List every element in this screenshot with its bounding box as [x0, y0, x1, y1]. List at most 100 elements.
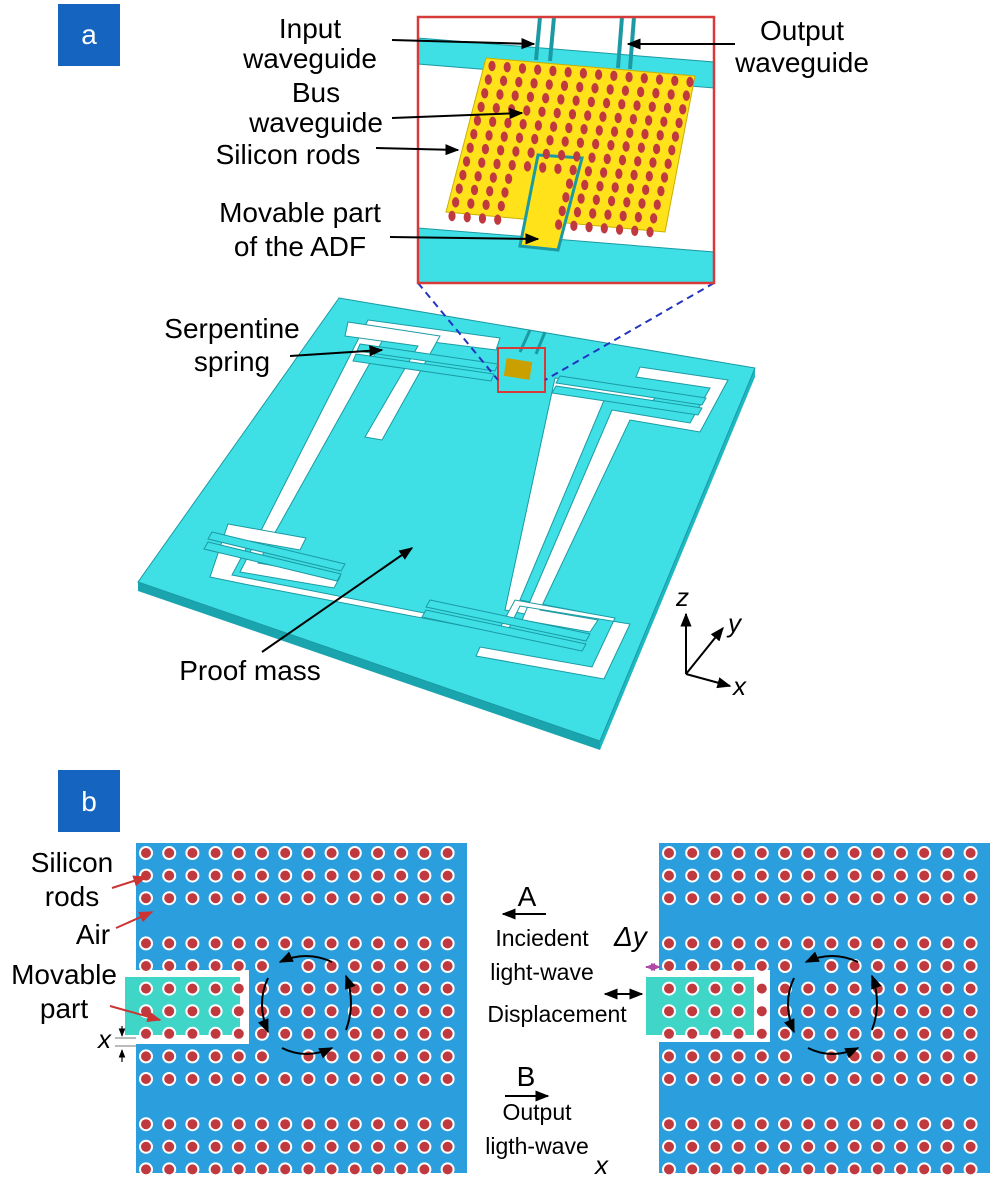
- silicon-rod: [185, 936, 200, 951]
- silicon-rod: [208, 1004, 223, 1019]
- silicon-rod: [801, 846, 816, 860]
- silicon-rod: [440, 1139, 455, 1154]
- silicon-rod: [347, 868, 362, 883]
- inset-rod: [555, 219, 563, 230]
- arrow-b-movable-part: [109, 1005, 162, 1022]
- silicon-rod: [708, 868, 723, 883]
- label-movable-part-1: Movable part: [219, 197, 381, 228]
- inset-rod: [603, 153, 611, 165]
- silicon-rod: [208, 936, 223, 951]
- inset-rod: [474, 171, 482, 182]
- inset-rod: [675, 117, 683, 129]
- silicon-rod: [394, 1004, 409, 1019]
- silicon-rod: [440, 868, 455, 883]
- silicon-rod: [185, 1072, 200, 1086]
- silicon-rod: [824, 981, 839, 996]
- inset-rod: [497, 200, 505, 212]
- silicon-rod: [278, 868, 293, 883]
- silicon-rod: [708, 846, 723, 860]
- silicon-rod: [963, 981, 978, 996]
- silicon-rod: [685, 1139, 700, 1154]
- inset-rod: [600, 167, 608, 178]
- panel-a: a: [58, 4, 869, 750]
- inset-rod: [642, 184, 650, 196]
- inset-rod: [534, 120, 542, 131]
- silicon-rod: [708, 1049, 723, 1064]
- silicon-rod: [940, 1117, 955, 1132]
- label-displacement: Displacement: [487, 1001, 627, 1027]
- silicon-rod: [185, 959, 200, 973]
- inset-rod: [562, 192, 570, 203]
- inset-rod: [486, 185, 494, 197]
- silicon-rod: [324, 936, 339, 951]
- serpentine-spring-top-left: [352, 343, 499, 382]
- silicon-rod: [801, 936, 816, 951]
- silicon-rod: [940, 1004, 955, 1019]
- silicon-rod: [847, 936, 862, 951]
- silicon-rod: [754, 868, 769, 883]
- silicon-rod: [801, 981, 816, 996]
- inset-rod: [576, 137, 585, 148]
- silicon-rod: [324, 868, 339, 883]
- silicon-rod: [162, 1004, 177, 1019]
- silicon-rod: [894, 1004, 908, 1019]
- silicon-rod: [824, 959, 839, 973]
- silicon-rod: [708, 1026, 723, 1041]
- silicon-rod: [940, 1072, 955, 1086]
- inset-rod: [488, 60, 496, 72]
- panel-a-badge: [58, 4, 120, 66]
- silicon-rod: [778, 1049, 792, 1064]
- inset-rod: [564, 66, 572, 78]
- inset-rod: [481, 88, 489, 99]
- adf-chip: [503, 358, 533, 380]
- inset-rod: [668, 144, 676, 156]
- silicon-rod: [440, 846, 455, 860]
- silicon-rod: [440, 1026, 455, 1041]
- silicon-rod: [371, 936, 385, 951]
- silicon-rod: [162, 868, 177, 883]
- silicon-rod: [255, 959, 269, 973]
- silicon-rod: [963, 959, 978, 973]
- label-b-movable-part-2: part: [40, 993, 88, 1024]
- inset-input-waveguide-2: [548, 16, 556, 62]
- silicon-rod: [371, 1004, 385, 1019]
- inset-rod: [630, 169, 638, 181]
- inset-rod: [660, 172, 669, 183]
- silicon-rod: [662, 1162, 676, 1177]
- inset-rod: [550, 121, 558, 132]
- silicon-rod: [255, 1117, 269, 1132]
- silicon-rod: [278, 936, 293, 951]
- silicon-rod: [754, 1004, 769, 1019]
- inset-rod: [565, 122, 573, 134]
- silicon-rod: [371, 1117, 385, 1132]
- silicon-rod: [185, 1004, 200, 1019]
- silicon-rod: [754, 891, 769, 906]
- silicon-rod: [278, 1072, 293, 1086]
- silicon-rod: [731, 1004, 746, 1019]
- inset-rod: [499, 75, 508, 87]
- silicon-rod: [940, 868, 955, 883]
- inset-rod: [494, 214, 502, 225]
- inset-rod: [614, 112, 622, 124]
- silicon-rod: [963, 1117, 978, 1132]
- inset-rod: [671, 131, 680, 142]
- silicon-rod: [708, 981, 723, 996]
- silicon-rod: [417, 868, 432, 883]
- silicon-rod: [417, 959, 432, 973]
- silicon-rod: [324, 1026, 339, 1041]
- silicon-rod: [231, 1162, 246, 1177]
- silicon-rod: [324, 1049, 339, 1064]
- silicon-rod: [208, 981, 223, 996]
- silicon-rod: [324, 1162, 339, 1177]
- inset-rod: [539, 162, 547, 173]
- silicon-rod: [231, 959, 246, 973]
- silicon-rod: [139, 936, 153, 951]
- silicon-rod: [847, 891, 862, 906]
- silicon-rod: [917, 1049, 932, 1064]
- inset-rod: [473, 115, 482, 126]
- arrow-input-waveguide: [391, 38, 536, 50]
- silicon-rod: [824, 891, 839, 906]
- inset-rod: [505, 173, 513, 184]
- silicon-rod: [940, 959, 955, 973]
- silicon-rod: [301, 1004, 316, 1019]
